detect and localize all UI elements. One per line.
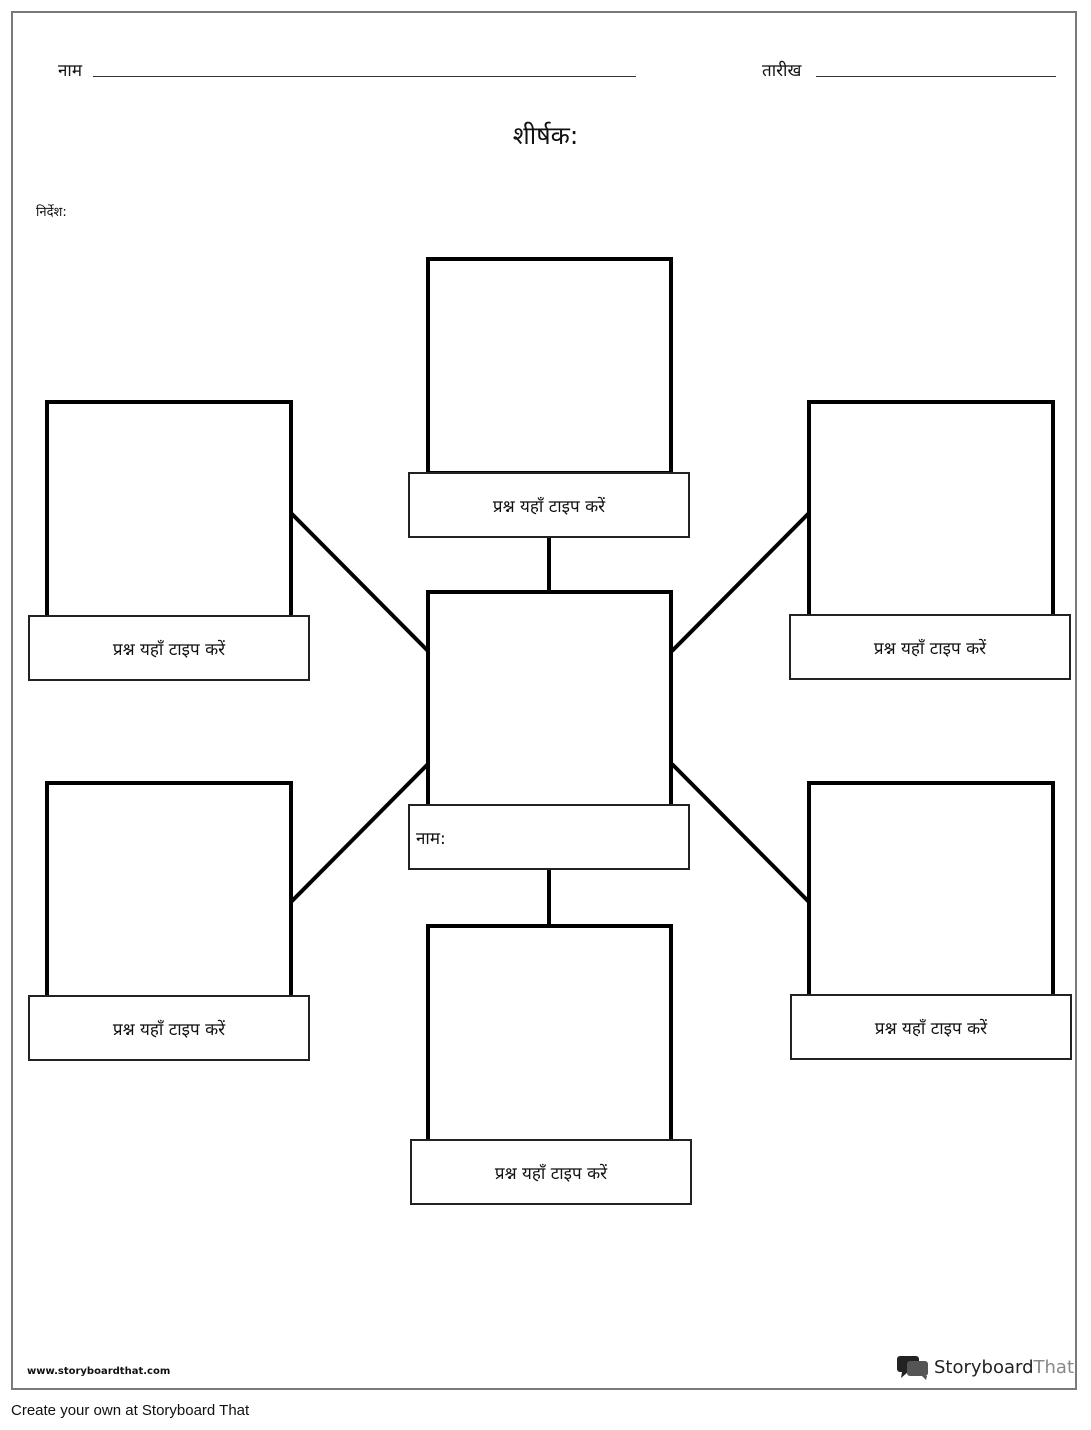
connector-upper-left — [289, 511, 430, 653]
connector-lower-left — [289, 762, 430, 904]
question-text: प्रश्न यहाँ टाइप करें — [112, 1019, 226, 1040]
question-box-top[interactable]: प्रश्न यहाँ टाइप करें — [408, 472, 690, 538]
date-label: तारीख — [762, 61, 802, 81]
question-text: प्रश्न यहाँ टाइप करें — [873, 638, 987, 659]
instructions-label: निर्देश: — [36, 205, 67, 220]
picture-frame-upper-right[interactable] — [807, 400, 1055, 619]
question-box-upper-left[interactable]: प्रश्न यहाँ टाइप करें — [28, 615, 310, 681]
picture-frame-lower-left[interactable] — [45, 781, 293, 1000]
question-box-bottom[interactable]: प्रश्न यहाँ टाइप करें — [410, 1139, 692, 1205]
question-text: प्रश्न यहाँ टाइप करें — [874, 1018, 988, 1039]
question-text: प्रश्न यहाँ टाइप करें — [492, 496, 606, 517]
center-name-box[interactable]: नाम: — [408, 804, 690, 870]
storyboardthat-logo-icon — [897, 1356, 928, 1380]
picture-frame-upper-left[interactable] — [45, 400, 293, 619]
name-label: नाम — [58, 61, 83, 81]
create-your-own-link[interactable]: Create your own at Storyboard That — [11, 1402, 250, 1419]
picture-frame-bottom[interactable] — [426, 924, 673, 1143]
center-name-label: नाम: — [416, 828, 446, 849]
brand-name: StoryboardThat — [934, 1357, 1074, 1378]
name-line[interactable] — [93, 76, 636, 77]
connector-upper-right — [670, 511, 811, 653]
brand-primary: Storyboard — [934, 1356, 1034, 1378]
picture-frame-top[interactable] — [426, 257, 673, 475]
question-text: प्रश्न यहाँ टाइप करें — [494, 1163, 608, 1184]
connector-lower-right — [670, 762, 811, 904]
question-box-upper-right[interactable]: प्रश्न यहाँ टाइप करें — [789, 614, 1071, 680]
question-text: प्रश्न यहाँ टाइप करें — [112, 639, 226, 660]
brand-logo[interactable]: StoryboardThat — [896, 1354, 1074, 1380]
question-box-lower-right[interactable]: प्रश्न यहाँ टाइप करें — [790, 994, 1072, 1060]
picture-frame-center[interactable] — [426, 590, 673, 808]
page-title: शीर्षक: — [512, 121, 579, 150]
question-box-lower-left[interactable]: प्रश्न यहाँ टाइप करें — [28, 995, 310, 1061]
picture-frame-lower-right[interactable] — [807, 781, 1055, 1000]
footer-url[interactable]: www.storyboardthat.com — [27, 1366, 171, 1377]
date-line[interactable] — [816, 76, 1056, 77]
brand-secondary: That — [1033, 1356, 1075, 1378]
